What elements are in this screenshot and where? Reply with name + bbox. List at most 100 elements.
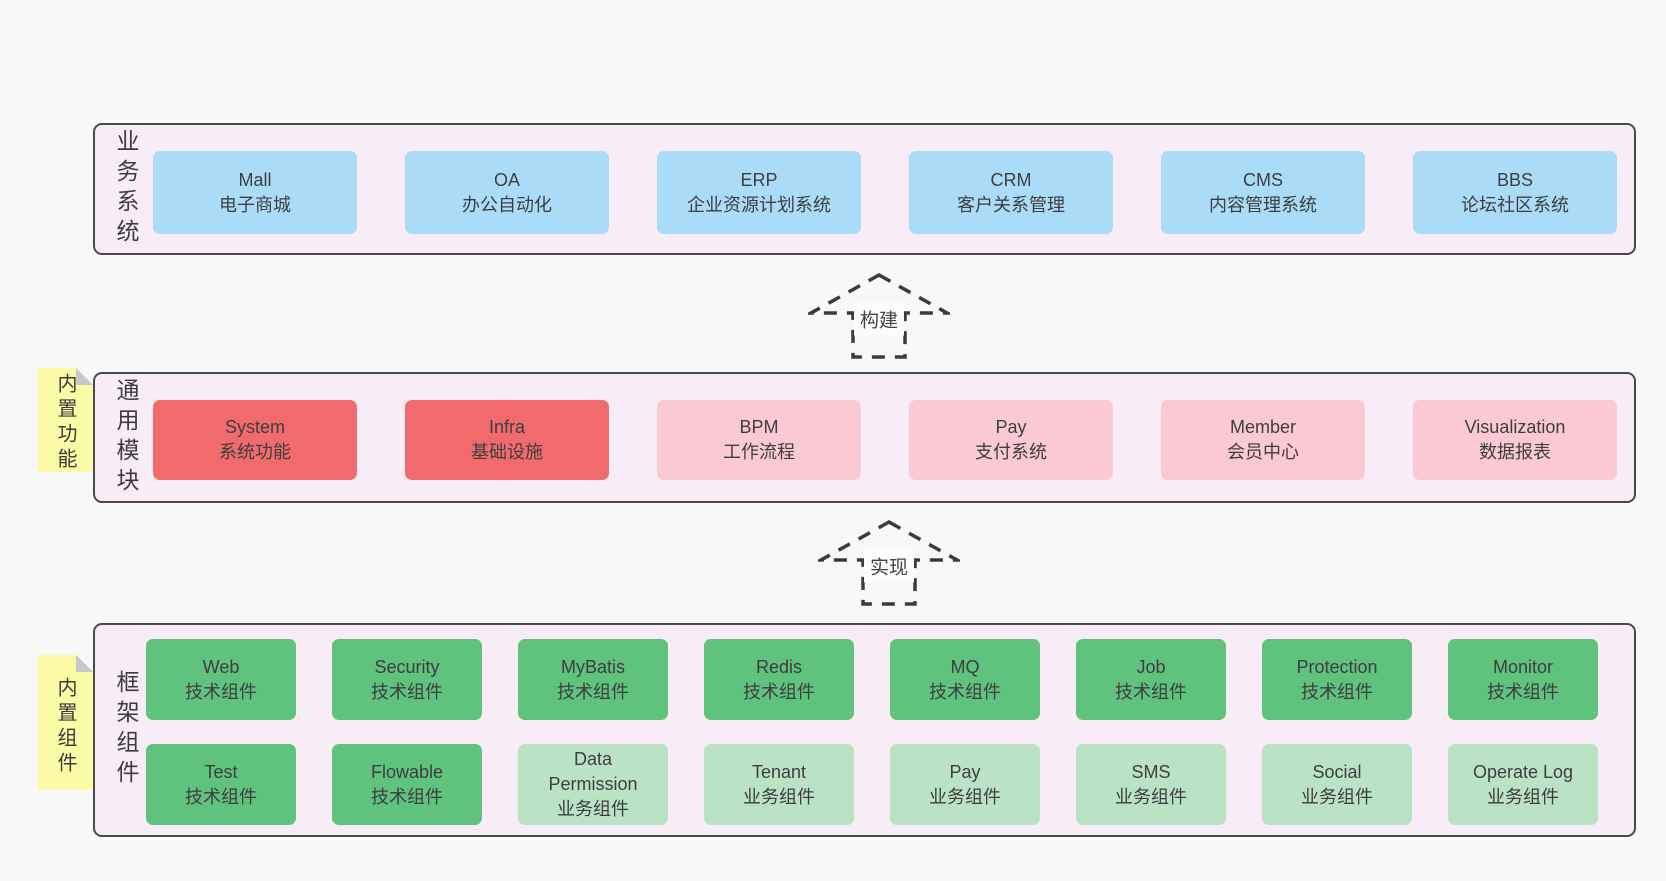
box-title: Data Permission [548,749,638,794]
box-subtitle: 技术组件 [1115,681,1187,702]
box-subtitle: 业务组件 [929,786,1001,807]
box-system: System 系统功能 [153,400,357,480]
box-subtitle: 内容管理系统 [1209,194,1317,215]
box-title: Flowable [370,761,444,782]
layer-label: 业务系统 [113,129,139,249]
box-subtitle: 业务组件 [557,799,629,819]
box-title: Job [1136,656,1166,677]
box-title: Infra [488,417,526,437]
box-member: Member 会员中心 [1161,400,1365,480]
box-title: MyBatis [560,656,625,677]
box-operate-log: Operate Log 业务组件 [1448,744,1598,825]
box-infra: Infra 基础设施 [405,400,609,480]
box-title: Social [1312,761,1362,782]
box-title: Web [202,656,240,677]
box-subtitle: 业务组件 [743,786,815,807]
box-subtitle: 业务组件 [1115,786,1187,807]
layer-business-systems: 业务系统 Mall 电子商城 OA 办公自动化 ERP 企业资源计划系统 CRM… [93,123,1636,255]
box-subtitle: 技术组件 [371,786,443,807]
box-subtitle: 基础设施 [471,442,543,462]
business-boxes-row: Mall 电子商城 OA 办公自动化 ERP 企业资源计划系统 CRM 客户关系… [153,151,1617,234]
box-crm: CRM 客户关系管理 [909,151,1113,234]
arrow-label: 构建 [853,302,905,336]
box-title: OA [493,169,520,190]
box-web: Web 技术组件 [146,639,296,720]
layer-common-modules: 通用模块 System 系统功能 Infra 基础设施 BPM 工作流程 Pay… [93,372,1636,503]
box-title: SMS [1131,761,1171,782]
box-subtitle: 技术组件 [557,681,629,702]
box-visualization: Visualization 数据报表 [1413,400,1617,480]
box-subtitle: 技术组件 [929,681,1001,702]
box-job: Job 技术组件 [1076,639,1226,720]
box-subtitle: 技术组件 [185,786,257,807]
box-pay-biz: Pay 业务组件 [890,744,1040,825]
module-boxes-row: System 系统功能 Infra 基础设施 BPM 工作流程 Pay 支付系统… [153,400,1617,480]
box-subtitle: 技术组件 [1487,681,1559,702]
box-title: CRM [990,169,1032,190]
box-subtitle: 技术组件 [371,681,443,702]
arrow-build: 构建 [808,271,950,361]
sticky-note-builtin-features: 内置功能 [38,368,93,474]
box-title: System [224,417,285,437]
box-subtitle: 业务组件 [1487,786,1559,807]
box-title: Operate Log [1472,761,1574,782]
box-subtitle: 工作流程 [723,442,795,462]
box-title: Tenant [751,761,807,782]
box-title: Pay [995,417,1027,437]
box-pay: Pay 支付系统 [909,400,1113,480]
box-sms: SMS 业务组件 [1076,744,1226,825]
layer-framework-components: 框架组件 Web 技术组件 Security 技术组件 MyBatis 技术组件… [93,623,1636,837]
layer-label: 通用模块 [113,377,139,498]
box-subtitle: 电子商城 [219,194,291,215]
box-mq: MQ 技术组件 [890,639,1040,720]
box-bbs: BBS 论坛社区系统 [1413,151,1617,234]
box-subtitle: 企业资源计划系统 [687,194,831,215]
arrow-label: 实现 [863,549,915,583]
box-erp: ERP 企业资源计划系统 [657,151,861,234]
box-subtitle: 办公自动化 [462,194,552,215]
box-subtitle: 技术组件 [1301,681,1373,702]
box-title: ERP [740,169,778,190]
box-title: Visualization [1464,417,1566,437]
box-subtitle: 客户关系管理 [957,194,1065,215]
box-mall: Mall 电子商城 [153,151,357,234]
box-subtitle: 会员中心 [1227,442,1299,462]
box-title: Member [1229,417,1296,437]
box-data-permission: Data Permission 业务组件 [518,744,668,825]
box-subtitle: 论坛社区系统 [1461,194,1569,215]
box-title: Monitor [1492,656,1554,677]
box-security: Security 技术组件 [332,639,482,720]
note-label: 内置组件 [54,676,76,777]
box-social: Social 业务组件 [1262,744,1412,825]
box-title: BPM [739,417,779,437]
box-subtitle: 系统功能 [219,442,291,462]
box-oa: OA 办公自动化 [405,151,609,234]
box-bpm: BPM 工作流程 [657,400,861,480]
box-title: Security [374,656,440,677]
box-subtitle: 技术组件 [185,681,257,702]
up-arrow-icon [808,272,950,359]
layer-label: 框架组件 [113,670,139,790]
box-monitor: Monitor 技术组件 [1448,639,1598,720]
component-boxes-row-2: Test 技术组件 Flowable 技术组件 Data Permission … [146,744,1598,825]
box-protection: Protection 技术组件 [1262,639,1412,720]
box-subtitle: 支付系统 [975,442,1047,462]
box-title: Protection [1296,656,1378,677]
box-tenant: Tenant 业务组件 [704,744,854,825]
sticky-note-builtin-components: 内置组件 [38,655,93,790]
up-arrow-icon [818,519,960,606]
box-redis: Redis 技术组件 [704,639,854,720]
box-title: Test [204,761,238,782]
box-title: Pay [949,761,981,782]
box-subtitle: 数据报表 [1479,442,1551,462]
box-test: Test 技术组件 [146,744,296,825]
box-subtitle: 技术组件 [743,681,815,702]
box-title: Mall [238,169,272,190]
box-title: BBS [1496,169,1534,190]
box-title: CMS [1243,169,1283,190]
note-label: 内置功能 [54,373,76,474]
box-title: Redis [755,656,803,677]
box-title: MQ [950,656,980,677]
box-flowable: Flowable 技术组件 [332,744,482,825]
arrow-implement: 实现 [818,518,960,608]
